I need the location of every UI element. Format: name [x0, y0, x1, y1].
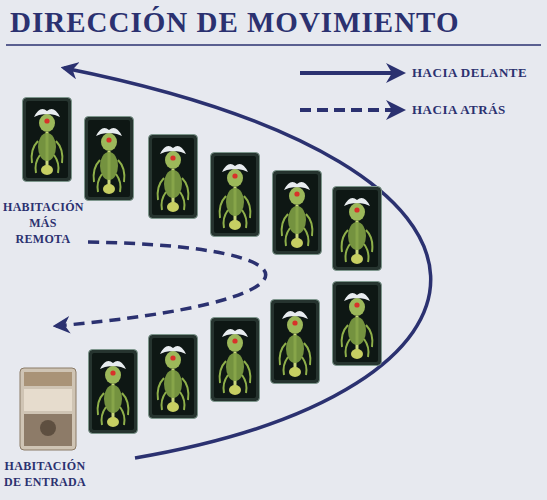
room-card — [333, 282, 382, 366]
room-card — [89, 350, 138, 434]
legend-solid-arrow — [300, 71, 402, 75]
diagram-title: DIRECCIÓN DE MOVIMIENTO — [10, 6, 459, 39]
legend-dashed-arrow — [300, 108, 402, 112]
room-card — [211, 153, 260, 237]
room-card — [85, 117, 134, 201]
entrance-card — [20, 368, 76, 450]
room-label: HABITACIÓN MÁS REMOTA — [3, 199, 83, 247]
room-card — [149, 135, 198, 219]
room-label: HABITACIÓN DE ENTRADA — [3, 458, 87, 490]
room-card — [211, 318, 260, 402]
title-rule — [6, 44, 541, 46]
backward-arrow — [56, 242, 266, 326]
forward-arrow — [64, 68, 431, 458]
room-card — [333, 187, 382, 271]
legend-label: HACIA ATRÁS — [412, 102, 506, 118]
room-card — [23, 98, 72, 182]
room-card — [149, 335, 198, 419]
legend-label: HACIA DELANTE — [412, 65, 527, 81]
room-card — [273, 171, 322, 255]
room-card — [271, 300, 320, 384]
